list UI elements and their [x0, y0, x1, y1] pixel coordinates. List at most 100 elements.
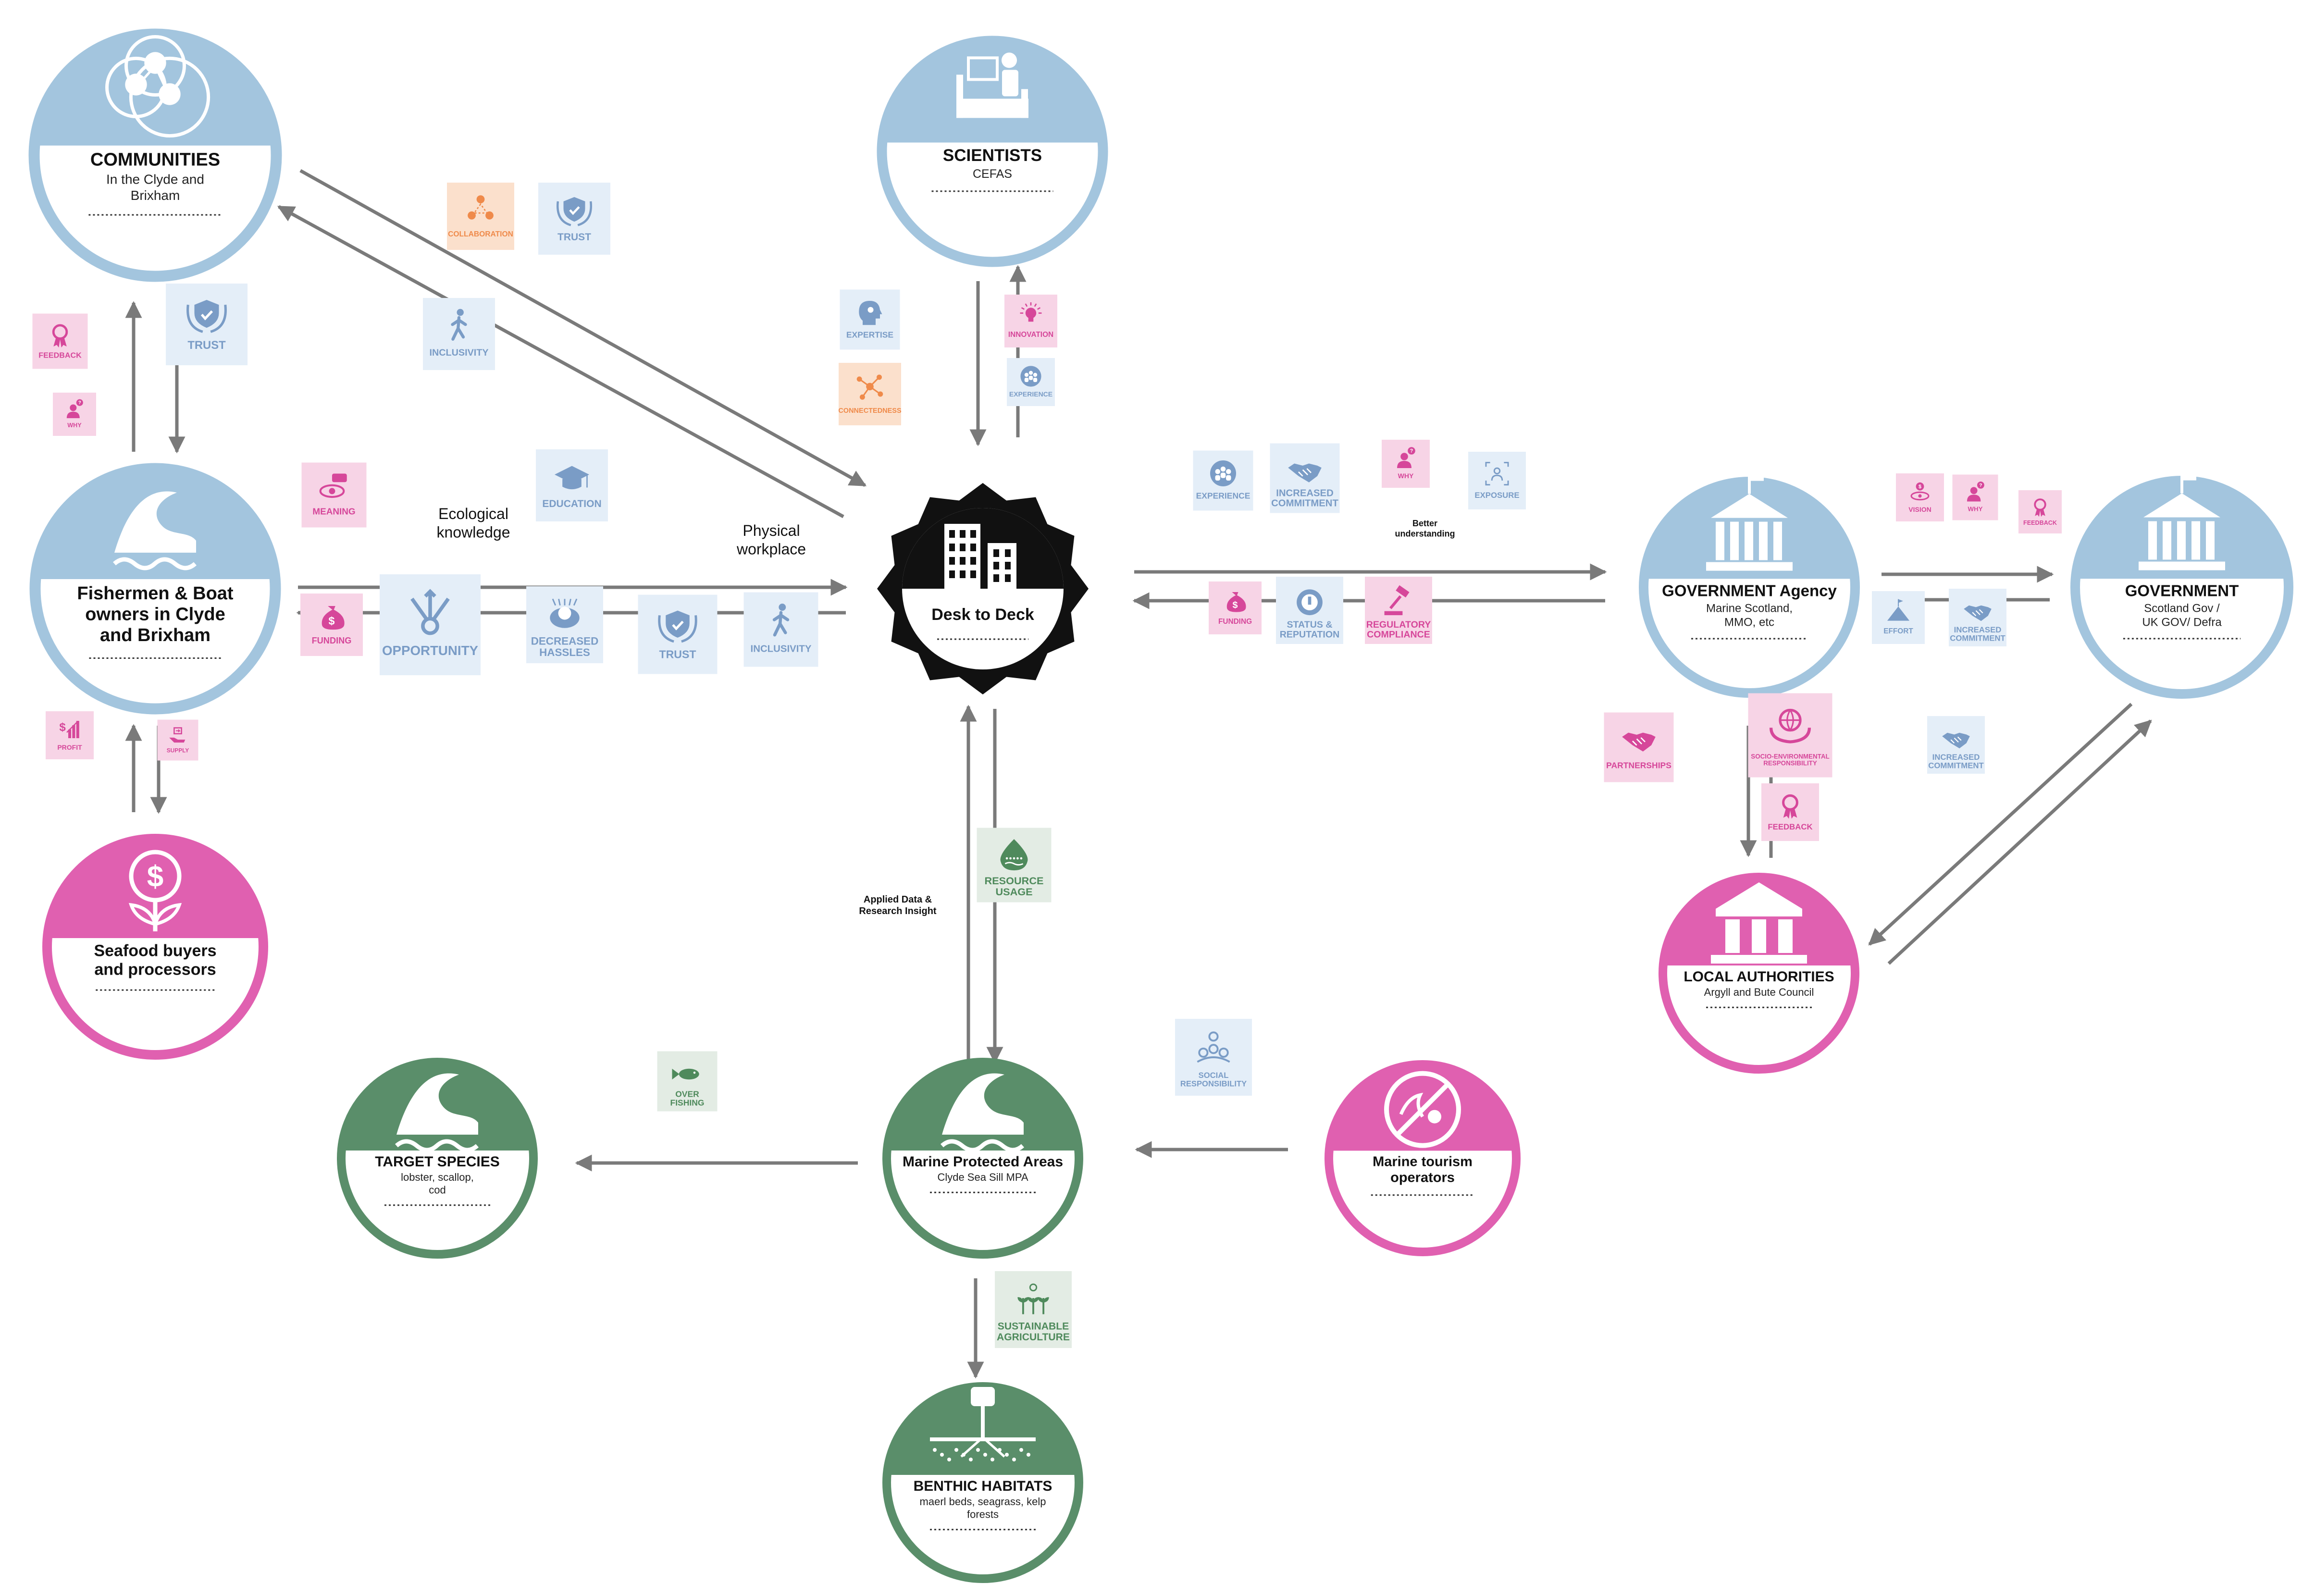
education-tile: EDUCATION	[536, 449, 608, 521]
communities-node-subtitle: Brixham	[131, 188, 180, 203]
person-walking-icon	[451, 309, 467, 341]
wave-icon	[940, 1073, 1025, 1152]
benthic-habitats-node-title: BENTHIC HABITATS	[914, 1478, 1052, 1494]
decreased-hassles-tile-label: DECREASED	[531, 635, 599, 647]
svg-text:$: $	[59, 721, 66, 734]
why-tile-right: ? WHY	[1952, 474, 1998, 520]
trust-tile-left: TRUST	[166, 284, 248, 365]
government-agency-node-subtitle: Marine Scotland,	[1706, 602, 1793, 615]
inclusivity-tile-mid-label: INCLUSIVITY	[751, 644, 812, 655]
scientists-node-title: SCIENTISTS	[943, 146, 1042, 165]
seafood-buyers-node-title: and processors	[94, 961, 216, 979]
expertise-tile: EXPERTISE	[840, 289, 900, 350]
partnerships-tile-label: PARTNERSHIPS	[1606, 761, 1671, 770]
benthic-habitats-node-subtitle: maerl beds, seagrass, kelp	[920, 1496, 1046, 1508]
increased-commitment-tile-1-label: INCREASED	[1276, 488, 1333, 498]
regulatory-tile-label: REGULATORY	[1366, 619, 1431, 630]
over-fishing-tile-label: FISHING	[670, 1098, 705, 1108]
graduation-cap-icon	[555, 466, 589, 490]
expertise-tile-label: EXPERTISE	[846, 330, 893, 340]
benthic-habitats-node[interactable]: BENTHIC HABITATS maerl beds, seagrass, ke…	[882, 1382, 1083, 1583]
regulatory-tile-label: COMPLIANCE	[1367, 630, 1430, 640]
experience-tile-gov: EXPERIENCE	[1193, 450, 1253, 511]
funding-tile-left-label: FUNDING	[312, 636, 352, 645]
experience-tile-sci: EXPERIENCE	[1007, 358, 1055, 406]
exposure-tile-label: EXPOSURE	[1474, 491, 1519, 500]
feedback-tile-right: FEEDBACK	[2018, 490, 2062, 533]
award-ribbon-icon	[52, 324, 68, 348]
person-walking-icon	[772, 604, 790, 637]
experience-tile-gov-label: EXPERIENCE	[1196, 491, 1250, 501]
person-question-icon: ?	[1967, 481, 1984, 502]
better-understanding-text: Better	[1412, 519, 1437, 528]
trust-tile-top: TRUST	[538, 183, 610, 255]
feedback-tile-left-label: FEEDBACK	[38, 351, 82, 360]
trust-badge-icon	[556, 197, 593, 226]
socio-env-tile-label: RESPONSIBILITY	[1763, 760, 1817, 767]
innovation-tile-label: INNOVATION	[1008, 331, 1053, 339]
exposure-tile: EXPOSURE	[1468, 452, 1526, 509]
government-agency-node-subtitle: MMO, etc	[1724, 616, 1774, 629]
inclusivity-tile-mid: INCLUSIVITY	[743, 592, 818, 667]
mountain-flag-icon	[1887, 599, 1910, 621]
communities-node-title: COMMUNITIES	[90, 150, 220, 170]
target-species-node-title: TARGET SPECIES	[375, 1154, 499, 1170]
award-ribbon-icon	[1782, 794, 1798, 819]
physical-workplace-text: workplace	[736, 540, 806, 557]
water-drop-icon	[1000, 839, 1028, 871]
desk-to-deck-title: Desk to Deck	[931, 606, 1034, 624]
exposure-frame-icon	[1485, 462, 1509, 486]
better-understanding-text: understanding	[1395, 529, 1455, 539]
award-ribbon-icon	[2034, 498, 2046, 517]
ecological-knowledge-text: knowledge	[437, 523, 510, 541]
trust-tile-mid-label: TRUST	[659, 648, 696, 661]
funding-tile-gov-label: FUNDING	[1218, 618, 1252, 626]
branching-arrows-icon	[410, 589, 450, 635]
person-question-icon: ?	[66, 399, 83, 419]
handshake-icon	[1964, 605, 1992, 621]
a-la-gov-arrow	[1887, 719, 2152, 965]
social-responsibility-tile-label: RESPONSIBILITY	[1180, 1079, 1247, 1088]
tourism-icon	[1384, 1071, 1461, 1148]
status-reputation-tile: STATUS &REPUTATION	[1276, 577, 1343, 644]
handshake-icon	[1622, 732, 1656, 752]
benthic-habitats-node-subtitle: forests	[967, 1508, 999, 1520]
desk-to-deck-node[interactable]: Desk to Deck	[877, 483, 1089, 694]
wave-icon	[395, 1073, 479, 1152]
feedback-tile-la: FEEDBACK	[1761, 783, 1819, 841]
status-gauge-icon	[1297, 589, 1323, 616]
government-node-subtitle: Scotland Gov /	[2144, 602, 2220, 615]
why-tile-right-label: WHY	[1968, 506, 1982, 513]
people-icon	[105, 35, 210, 138]
head-gear-icon	[859, 301, 882, 325]
increased-commitment-tile-2-label: INCREASED	[1954, 625, 2002, 634]
applied-data-text: Research Insight	[859, 906, 937, 916]
funding-tile-gov: $FUNDING	[1209, 581, 1262, 634]
trust-tile-left-label: TRUST	[187, 339, 226, 352]
target-species-node-subtitle: cod	[429, 1184, 446, 1196]
profit-tile-label: PROFIT	[57, 743, 82, 751]
profit-chart-icon: $	[59, 721, 79, 738]
social-responsibility-tile-label: SOCIAL	[1199, 1071, 1229, 1080]
trust-badge-icon	[186, 300, 227, 333]
fishermen-node-title: and Brixham	[100, 625, 210, 645]
globe-hands-icon	[1769, 708, 1811, 743]
svg-text:$: $	[1919, 484, 1921, 490]
supply-tile-label: SUPPLY	[167, 747, 189, 754]
effort-tile: EFFORT	[1872, 591, 1925, 644]
fish-icon	[672, 1068, 699, 1080]
